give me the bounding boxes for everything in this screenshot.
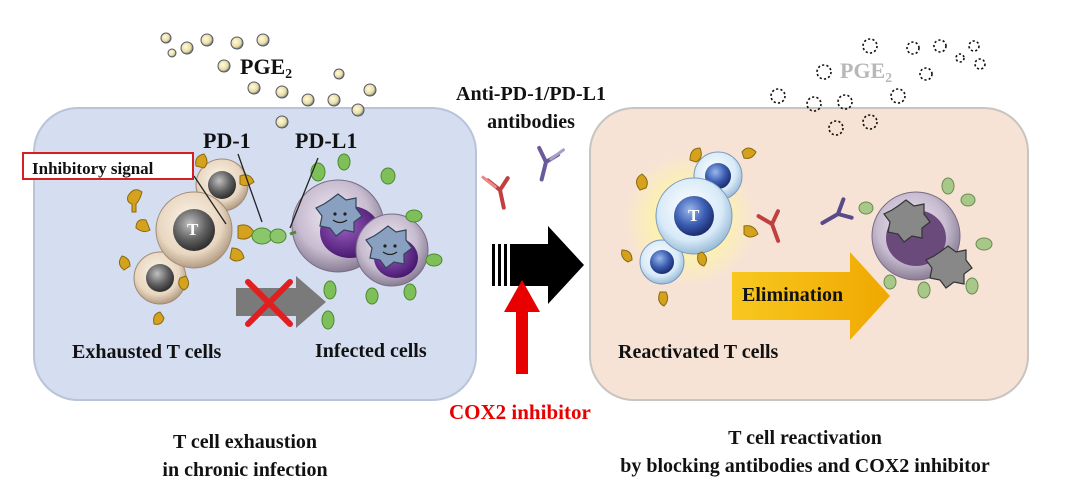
antibody-icon	[153, 311, 165, 325]
pge2-molecule-icon	[275, 115, 289, 129]
left-panel	[33, 107, 477, 401]
exhausted-t-cells	[118, 153, 255, 325]
infected-cells-left	[289, 153, 443, 330]
pge2-molecule-icon	[327, 93, 341, 107]
pge2-molecules-right	[770, 38, 986, 136]
antibodies-label-line2: antibodies	[487, 111, 575, 133]
leader-lines	[193, 153, 319, 229]
exhausted-t-cells-label: Exhausted T cells	[72, 341, 222, 363]
infected-cells-label: Infected cells	[315, 340, 427, 362]
antibody-icon	[621, 249, 633, 263]
pge2-molecule-icon	[816, 64, 832, 80]
infected-cells-right	[858, 177, 993, 299]
t-cell-nucleus	[650, 250, 674, 274]
block-cross-icon	[245, 279, 293, 327]
right-caption-line2: by blocking antibodies and COX2 inhibito…	[620, 455, 990, 477]
pge2-molecule-icon	[333, 68, 345, 80]
t-cell-letter-left: T	[187, 220, 199, 239]
virus-icon	[925, 245, 973, 289]
pge2-molecule-icon	[906, 41, 920, 55]
reactivated-t-cells	[621, 147, 854, 307]
reactivated-t-cells-label: Reactivated T cells	[618, 341, 779, 363]
antibody-icon	[118, 255, 131, 271]
pd1-pdl1-interaction	[251, 227, 287, 245]
antibody-icon	[689, 147, 702, 163]
elimination-label: Elimination	[742, 284, 844, 306]
elimination-arrow	[732, 252, 890, 340]
antibody-icon	[756, 209, 781, 243]
pge2-molecule-icon	[890, 88, 906, 104]
antibody-icon	[636, 173, 648, 191]
right-caption-line1: T cell reactivation	[728, 427, 882, 449]
antibody-icon	[127, 189, 143, 213]
pge2-molecule-icon	[974, 58, 986, 70]
blocked-arrow	[236, 276, 326, 328]
virus-icon	[883, 199, 931, 243]
pge2-molecule-icon	[160, 32, 172, 44]
pge2-molecule-icon	[301, 93, 315, 107]
pge2-molecule-icon	[933, 39, 947, 53]
t-cell-nucleus	[208, 171, 236, 199]
inhibitory-signal-label: Inhibitory signal	[32, 159, 154, 178]
t-cell-nucleus	[173, 209, 215, 251]
pdl1-ligands	[310, 153, 443, 330]
antibody-icon	[481, 175, 510, 210]
t-cell-nucleus	[146, 264, 174, 292]
right-caption: T cell reactivation by blocking antibodi…	[560, 424, 1050, 480]
pd1-label: PD-1	[203, 128, 251, 153]
pge2-molecule-icon	[217, 59, 231, 73]
t-cell-nucleus	[674, 196, 714, 236]
pge2-molecule-icon	[275, 85, 289, 99]
arrow-icon	[510, 226, 584, 304]
pge2-molecule-icon	[256, 33, 270, 47]
cox2-arrow	[504, 280, 540, 374]
virus-icon	[365, 225, 413, 269]
pge2-molecule-icon	[955, 53, 965, 63]
antibody-icon	[820, 197, 854, 225]
inhibitory-signal-box: Inhibitory signal	[22, 152, 194, 180]
pge2-molecule-icon	[200, 33, 214, 47]
virus-icon	[315, 193, 363, 237]
pge2-molecule-icon	[968, 40, 980, 52]
antibody-icon	[658, 291, 669, 307]
t-cell-letter-right: T	[688, 206, 700, 225]
antibody-icon	[743, 225, 759, 238]
pge2-molecule-icon	[837, 94, 853, 110]
pge2-molecule-icon	[180, 41, 194, 55]
pge2-label-right: PGE2	[840, 58, 893, 86]
pge2-molecule-icon	[862, 38, 878, 54]
cox2-inhibitor-label: COX2 inhibitor	[449, 400, 591, 424]
pge2-molecule-icon	[230, 36, 244, 50]
antibody-icon	[195, 153, 208, 169]
left-caption-line2: in chronic infection	[162, 459, 328, 481]
arrow-icon	[504, 280, 540, 374]
pge2-molecule-icon	[167, 48, 177, 58]
pge2-molecule-icon	[862, 114, 878, 130]
antibody-icon	[135, 219, 151, 233]
pge2-molecule-icon	[351, 103, 365, 117]
pd1-receptors	[118, 153, 255, 325]
pge2-label-left: PGE2	[240, 54, 293, 82]
antibody-icon	[697, 251, 708, 267]
antibody-icon	[537, 145, 565, 182]
pdl1-label: PD-L1	[295, 128, 358, 153]
arrow-icon	[732, 252, 890, 340]
pge2-molecules-left	[160, 32, 377, 129]
antibody-icon	[741, 147, 757, 159]
pge2-molecule-icon	[806, 96, 822, 112]
pge2-molecule-icon	[919, 67, 933, 81]
transition-arrow	[492, 226, 584, 304]
left-caption: T cell exhaustion in chronic infection	[110, 428, 380, 484]
antibodies-middle	[481, 145, 565, 210]
pge2-molecule-icon	[247, 81, 261, 95]
pge2-molecule-icon	[770, 88, 786, 104]
antibody-icon	[229, 247, 245, 262]
left-caption-line1: T cell exhaustion	[172, 431, 318, 453]
antibody-icon	[178, 275, 190, 291]
antibodies-label: Anti-PD-1/PD-L1 antibodies	[430, 80, 632, 136]
pge2-molecule-icon	[363, 83, 377, 97]
pge2-molecule-icon	[828, 120, 844, 136]
antibodies-label-line1: Anti-PD-1/PD-L1	[456, 83, 606, 105]
